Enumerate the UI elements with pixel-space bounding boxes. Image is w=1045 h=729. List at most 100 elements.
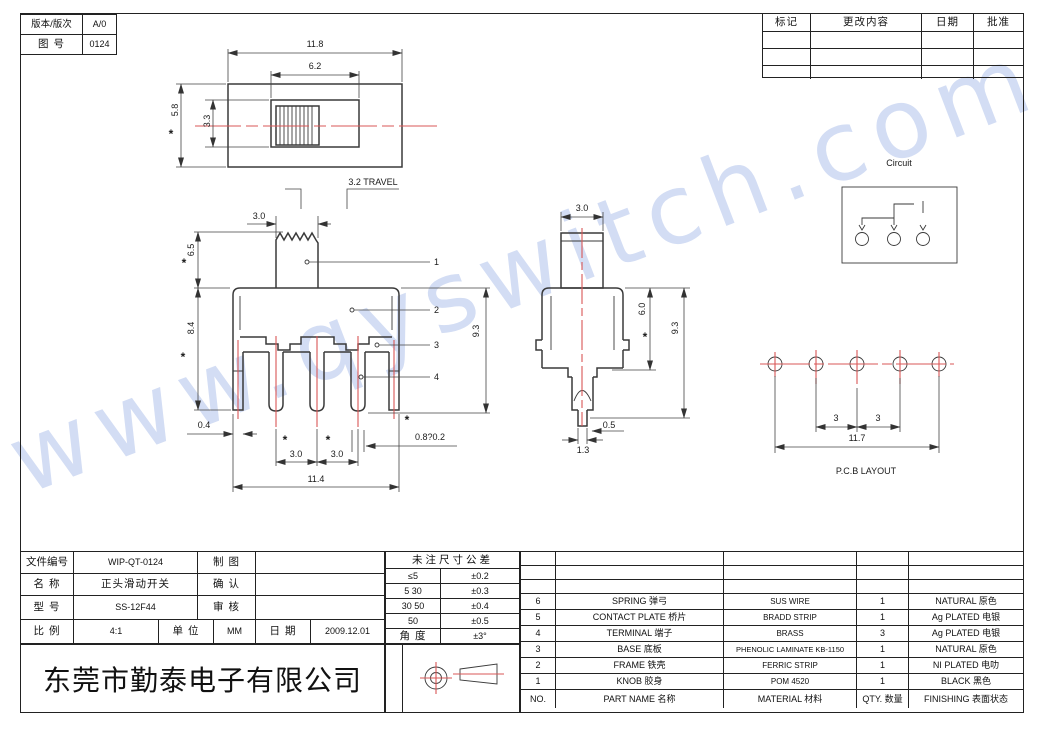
callout-4: 4 bbox=[434, 372, 439, 382]
audit-label: 审 核 bbox=[198, 596, 256, 619]
part-name: FRAME 铁壳 bbox=[556, 658, 724, 673]
confirm-label: 确 认 bbox=[198, 574, 256, 595]
name-value: 正头滑动开关 bbox=[74, 574, 198, 595]
dim-tip-offset: 0.5 bbox=[603, 420, 616, 430]
table-row: 2 FRAME 铁壳 FERRIC STRIP 1 NI PLATED 电叻 bbox=[521, 658, 1023, 674]
dim-pcb-pitch-a: 3 bbox=[833, 413, 838, 423]
pcb-centerlines bbox=[760, 350, 954, 384]
table-header-row: NO. PART NAME 名称 MATERIAL 材料 QTY. 数量 FIN… bbox=[521, 690, 1023, 708]
part-no: 3 bbox=[521, 642, 556, 657]
part-material: PHENOLIC LAMINATE KB-1150 bbox=[724, 642, 857, 657]
tol-value: ±0.4 bbox=[471, 600, 489, 611]
table-row: 3 BASE 底板 PHENOLIC LAMINATE KB-1150 1 NA… bbox=[521, 642, 1023, 658]
version-value: A/0 bbox=[92, 19, 107, 29]
dim-knob-width: 3.0 bbox=[253, 211, 266, 221]
tol-value: ±0.5 bbox=[471, 615, 489, 626]
callout-2: 2 bbox=[434, 305, 439, 315]
part-finish: Ag PLATED 电银 bbox=[931, 628, 1001, 638]
part-qty: 3 bbox=[857, 626, 909, 641]
part-name: BASE 底板 bbox=[556, 642, 724, 657]
tol-range: 5 30 bbox=[386, 584, 441, 598]
part-name: CONTACT PLATE 桥片 bbox=[556, 610, 724, 625]
part-finish: NATURAL 原色 bbox=[935, 644, 997, 654]
col-finishing: FINISHING 表面状态 bbox=[923, 693, 1008, 704]
part-name: SPRING 弹弓 bbox=[556, 594, 724, 609]
dim-overall-width: 11.4 bbox=[308, 474, 325, 484]
part-name: KNOB 胶身 bbox=[556, 674, 724, 689]
part-no: 5 bbox=[521, 610, 556, 625]
dim-leg-width: 0.4 bbox=[198, 420, 211, 430]
dim-terminal-width: 0.8?0.2 bbox=[415, 432, 445, 442]
audit-value bbox=[256, 596, 384, 619]
dim-pitch-b: 3.0 bbox=[331, 449, 344, 459]
pcb-layout-label: P.C.B LAYOUT bbox=[836, 466, 897, 476]
rev-col-change: 更改内容 bbox=[811, 14, 922, 31]
table-row: 4 TERMINAL 端子 BRASS 3 Ag PLATED 电银 bbox=[521, 626, 1023, 642]
unit-value: MM bbox=[214, 620, 256, 643]
tol-range: 50 bbox=[386, 614, 441, 628]
part-qty: 1 bbox=[857, 594, 909, 609]
dim-side-total-height: 9.3 bbox=[670, 322, 680, 335]
part-qty: 1 bbox=[857, 674, 909, 689]
front-view: 3.2 TRAVEL 3.0 6.5 * 8.4 * 9.3 1 2 bbox=[181, 177, 490, 492]
terminal-centerlines bbox=[237, 336, 395, 427]
company-name: 东莞市勤泰电子有限公司 bbox=[42, 664, 362, 696]
tol-range: ≤5 bbox=[386, 569, 441, 583]
table-row: 5 CONTACT PLATE 桥片 BRADD STRIP 1 Ag PLAT… bbox=[521, 610, 1023, 626]
table-row: 1 KNOB 胶身 POM 4520 1 BLACK 黑色 bbox=[521, 674, 1023, 690]
rev-col-approve: 批准 bbox=[987, 16, 1010, 29]
rev-col-mark: 标记 bbox=[763, 14, 811, 31]
part-material: SUS WIRE bbox=[724, 594, 857, 609]
part-finish: BLACK 黑色 bbox=[940, 676, 991, 686]
draftsman-label: 制 图 bbox=[198, 552, 256, 573]
company-block: 东莞市勤泰电子有限公司 bbox=[20, 644, 385, 713]
part-material: BRADD STRIP bbox=[724, 610, 857, 625]
dim-knob-height: 6.5 bbox=[186, 244, 196, 257]
part-no: 4 bbox=[521, 626, 556, 641]
part-finish: NI PLATED 电叻 bbox=[932, 660, 1000, 670]
part-no: 6 bbox=[521, 594, 556, 609]
dim-top-slot-height: 3.3 bbox=[202, 115, 212, 128]
model-value: SS-12F44 bbox=[74, 596, 198, 619]
part-material: POM 4520 bbox=[724, 674, 857, 689]
part-material: BRASS bbox=[724, 626, 857, 641]
model-label: 型 号 bbox=[21, 596, 74, 619]
file-no-label: 文件编号 bbox=[21, 552, 74, 573]
star-mark: * bbox=[405, 413, 410, 427]
rev-col-date: 日期 bbox=[922, 14, 974, 31]
part-qty: 1 bbox=[857, 658, 909, 673]
table-row: 6 SPRING 弹弓 SUS WIRE 1 NATURAL 原色 bbox=[521, 594, 1023, 610]
tolerance-table: 未注尺寸公差 ≤5 ±0.2 5 30 ±0.3 30 50 ±0.4 50 ±… bbox=[385, 551, 520, 644]
dim-pitch-a: 3.0 bbox=[290, 449, 303, 459]
part-no: 2 bbox=[521, 658, 556, 673]
dim-travel: 3.2 TRAVEL bbox=[348, 177, 397, 187]
dim-body-height: 8.4 bbox=[186, 322, 196, 335]
scale-value: 4:1 bbox=[74, 620, 159, 643]
dim-tip-width: 1.3 bbox=[577, 445, 590, 455]
part-finish: NATURAL 原色 bbox=[935, 596, 997, 606]
dim-total-height: 9.3 bbox=[471, 325, 481, 338]
scale-label: 比 例 bbox=[21, 620, 74, 643]
star-mark: * bbox=[283, 433, 288, 447]
part-no: 1 bbox=[521, 674, 556, 689]
tolerance-title: 未注尺寸公差 bbox=[412, 553, 493, 566]
name-label: 名 称 bbox=[21, 574, 74, 595]
cell-divider bbox=[402, 645, 403, 712]
revision-table: 标记 更改内容 日期 批准 bbox=[762, 13, 1024, 79]
col-part-name: PART NAME 名称 bbox=[556, 690, 724, 708]
col-material: MATERIAL 材料 bbox=[724, 690, 857, 708]
tol-value: ±0.2 bbox=[471, 570, 489, 581]
drawing-no-value: 0124 bbox=[89, 39, 110, 49]
part-qty: 1 bbox=[857, 610, 909, 625]
tol-value: ±0.3 bbox=[471, 585, 489, 596]
star-mark: * bbox=[643, 330, 648, 344]
tol-range: 30 50 bbox=[386, 599, 441, 613]
unit-label: 单 位 bbox=[159, 620, 214, 643]
star-mark: * bbox=[326, 433, 331, 447]
dim-top-overall-height: 5.8 bbox=[170, 104, 180, 117]
tol-angle-value: ±3° bbox=[473, 630, 487, 641]
dim-pcb-pitch-b: 3 bbox=[875, 413, 880, 423]
star-mark: * bbox=[169, 127, 174, 141]
projection-symbol-cell bbox=[385, 644, 520, 713]
